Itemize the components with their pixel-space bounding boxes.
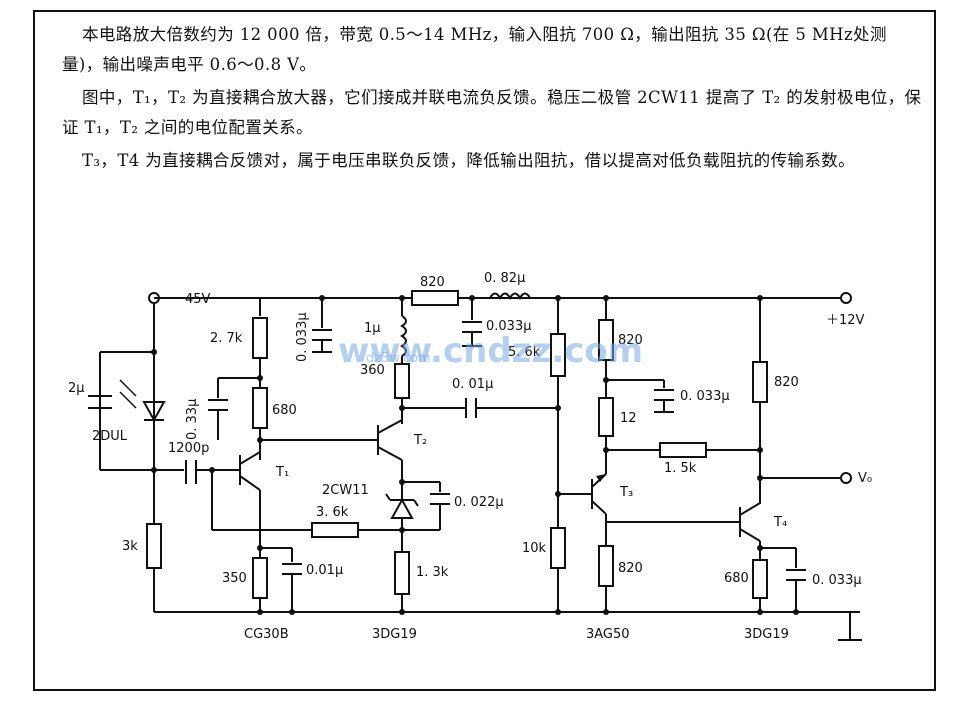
label-r-1-3k: 1. 3k xyxy=(416,565,449,580)
pos-supply-label: ＋12V xyxy=(826,313,865,328)
resistor-680-b xyxy=(752,559,768,599)
resistor-2-7k xyxy=(252,317,268,359)
description-paragraph-3: T₃，T4 为直接耦合反馈对，属于电压串联负反馈，降低输出阻抗，借以提高对低负载… xyxy=(82,151,856,170)
label-zener: 2CW11 xyxy=(322,483,369,498)
label-r-1-5k: 1. 5k xyxy=(664,461,697,476)
label-r-12: 12 xyxy=(620,411,637,426)
capacitor-0-33u xyxy=(208,399,228,411)
capacitor-0-033u-a xyxy=(312,329,332,341)
output-terminal xyxy=(840,472,852,484)
capacitor-0-033u-c xyxy=(654,389,674,401)
label-r-350: 350 xyxy=(222,571,247,586)
label-c-0-033u-a: 0. 033μ xyxy=(295,312,310,362)
label-diode-2dul: 2DUL xyxy=(92,429,128,444)
watermark-small: dz3w.com xyxy=(366,351,431,366)
label-r-3-6k: 3. 6k xyxy=(316,505,349,520)
label-t1-type: CG30B xyxy=(244,627,289,642)
label-r-680-a: 680 xyxy=(272,403,297,418)
label-t1: T₁ xyxy=(275,465,289,480)
description-paragraph-2: 图中，T₁，T₂ 为直接耦合放大器，它们接成并联电流负反馈。稳压二极管 2CW1… xyxy=(62,88,922,137)
transistor-t2-icon xyxy=(377,419,403,461)
resistor-820-a xyxy=(411,290,459,306)
resistor-3k xyxy=(146,523,162,569)
label-c-0-033u-b: 0.033μ xyxy=(486,319,532,334)
label-r-2-7k: 2. 7k xyxy=(210,331,243,346)
label-t3-type: 3AG50 xyxy=(586,627,630,642)
pos-supply-terminal xyxy=(840,292,852,304)
label-r-820-b: 820 xyxy=(618,333,643,348)
resistor-820-d xyxy=(752,361,768,403)
label-r-680-b: 680 xyxy=(724,571,749,586)
label-t4-type: 3DG19 xyxy=(744,627,789,642)
transistor-t4-icon xyxy=(739,502,761,542)
capacitor-0-033u-d xyxy=(786,569,806,581)
capacitor-0-01u-a xyxy=(282,563,302,575)
label-c-1200p: 1200p xyxy=(168,441,209,456)
label-c-0-01u-a: 0.01μ xyxy=(306,563,343,578)
label-t2: T₂ xyxy=(413,433,427,448)
label-t2-type: 3DG19 xyxy=(372,627,417,642)
transistor-t3-icon xyxy=(591,473,607,515)
label-r-820-a: 820 xyxy=(420,275,445,290)
resistor-820-c xyxy=(598,545,614,587)
label-t3: T₃ xyxy=(619,485,633,500)
neg-supply-label: －45V xyxy=(172,292,211,307)
label-l-0-82u: 0. 82μ xyxy=(484,271,525,286)
label-r-5-6k: 5. 6k xyxy=(508,345,541,360)
label-c-0-022u: 0. 022μ xyxy=(454,495,504,510)
figure-frame xyxy=(33,10,936,691)
transistor-t1-icon xyxy=(239,451,261,491)
inductor-1u xyxy=(400,315,407,357)
capacitor-0-01u-b xyxy=(465,398,477,418)
resistor-1-3k xyxy=(394,551,410,595)
label-r-10k: 10k xyxy=(522,541,547,556)
label-r-360: 360 xyxy=(360,363,385,378)
label-c-0-33u: 0. 33μ xyxy=(185,399,200,440)
label-c-2u: 2μ xyxy=(68,381,85,396)
label-c-0-033u-c: 0. 033μ xyxy=(680,389,730,404)
label-l-1u: 1μ xyxy=(364,321,381,336)
resistor-680-a xyxy=(252,387,268,429)
resistor-350 xyxy=(252,557,268,599)
label-r-820-c: 820 xyxy=(618,561,643,576)
description-paragraph-1: 本电路放大倍数约为 12 000 倍，带宽 0.5～14 MHz，输入阻抗 70… xyxy=(62,25,887,74)
label-t4: T₄ xyxy=(773,515,787,530)
label-c-0-033u-d: 0. 033μ xyxy=(812,573,862,588)
label-r-820-d: 820 xyxy=(774,375,799,390)
junction-dots xyxy=(151,295,799,615)
resistor-10k xyxy=(550,527,566,569)
output-label: V₀ xyxy=(858,471,872,486)
photodiode-2dul-icon xyxy=(119,379,166,423)
watermark: www.cndzz.com xyxy=(338,331,643,371)
capacitor-1200p xyxy=(185,460,197,484)
label-r-3k: 3k xyxy=(122,539,138,554)
resistor-3-6k xyxy=(311,522,359,538)
capacitor-0-022u xyxy=(430,493,450,505)
resistor-1-5k xyxy=(659,442,707,458)
resistor-12 xyxy=(598,397,614,437)
ground-rail xyxy=(154,611,862,641)
label-c-0-01u-b: 0. 01μ xyxy=(452,377,493,392)
inductor-0-82u xyxy=(489,292,531,301)
